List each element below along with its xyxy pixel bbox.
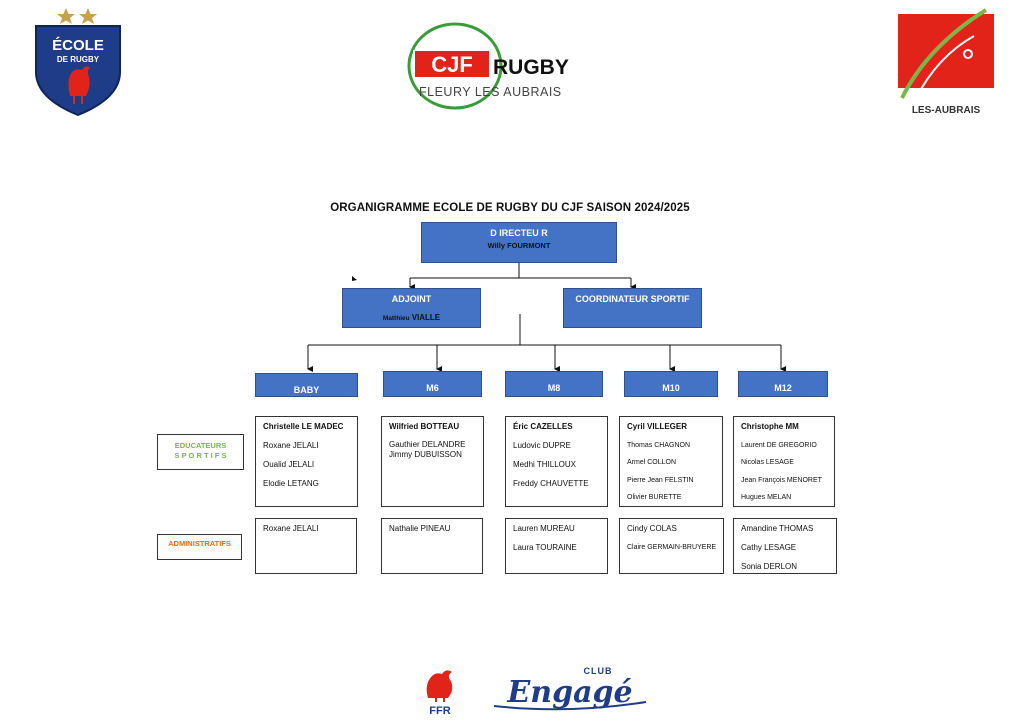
adjoint-last-name: VIALLE [411,313,441,322]
fleury-line2: LES-AUBRAIS [912,105,981,116]
admin-box-m8: Lauren MUREAU Laura TOURAINE [505,518,608,574]
admin-name: Laura TOURAINE [513,543,577,552]
admin-name: Cindy COLAS [627,524,677,533]
row-label-educateurs-line1: EDUCATEURS [174,441,227,450]
admin-name: Amandine THOMAS [741,524,814,533]
category-label: M10 [662,383,680,393]
category-label: BABY [293,385,320,395]
director-label: D IRECTEU R [490,228,548,238]
ffr-logo: FFR [416,664,468,717]
admin-box-m10: Cindy COLAS Claire GERMAIN-BRUYERE [619,518,724,574]
educator-name: Laurent DE GREGORIO [741,442,817,449]
educator-name: Roxane JELALI [263,441,319,450]
educators-box-m10: Cyril VILLEGER Thomas CHAGNON Armel COLL… [619,416,723,507]
admin-name: Sonia DERLON [741,562,798,571]
educator-lead: Cyril VILLEGER [627,422,688,431]
engage-word: Engagé [506,675,632,710]
row-label-educateurs-line2: S P O R T I F S [174,451,227,460]
row-label-educateurs: EDUCATEURS S P O R T I F S [157,434,244,470]
category-box-m8: M8 [505,371,603,397]
educator-name: Ludovic DUPRE [513,441,571,450]
educator-lead: Wilfried BOTTEAU [389,422,460,431]
adjoint-label: ADJOINT [391,294,432,304]
educators-box-baby: Christelle LE MADEC Roxane JELALI Oualid… [255,416,358,507]
educator-name: Elodie LETANG [263,479,319,488]
cjf-word: RUGBY [493,56,569,79]
coordinator-label: COORDINATEUR SPORTIF [575,294,690,304]
category-box-baby: BABY [255,373,358,397]
coordinator-box: COORDINATEUR SPORTIF [563,288,702,328]
admin-box-baby: Roxane JELALI [255,518,357,574]
ffr-label: FFR [429,705,450,716]
educator-name: Olivier BURETTE [627,494,682,501]
ecole-logo-line2: DE RUGBY [57,55,100,64]
fleury-les-aubrais-logo: FLEURY LES-AUBRAIS [888,6,1000,118]
educator-name: Jean François MENORET [741,477,822,484]
educators-box-m6: Wilfried BOTTEAU Gauthier DELANDRE Jimmy… [381,416,484,507]
admin-name: Cathy LESAGE [741,543,797,552]
admin-name: Claire GERMAIN-BRUYERE [627,544,717,551]
admin-name: Roxane JELALI [263,524,319,533]
educator-name: Gauthier DELANDRE [389,440,466,449]
director-name: Willy FOURMONT [487,241,551,250]
row-label-admin-text: ADMINISTRATIFS [168,539,231,548]
cjf-rugby-logo: CJF RUGBY FLEURY LES AUBRAIS [405,14,587,116]
educator-name: Freddy CHAUVETTE [513,479,589,488]
educator-name: Thomas CHAGNON [627,442,691,449]
educator-name: Pierre Jean FELSTIN [627,477,694,484]
admin-box-m12: Amandine THOMAS Cathy LESAGE Sonia DERLO… [733,518,837,574]
educator-name: Medhi THILLOUX [513,460,576,469]
category-label: M12 [774,383,792,393]
educator-lead: Christelle LE MADEC [263,422,344,431]
adjoint-box: ADJOINT Matthieu VIALLE [342,288,481,328]
adjoint-first-name: Matthieu [382,315,410,322]
category-box-m6: M6 [383,371,482,397]
cjf-mark: CJF [431,52,473,77]
engage-club: CLUB [584,666,613,676]
category-label: M8 [547,383,561,393]
admin-name: Lauren MUREAU [513,524,575,533]
educator-name: Jimmy DUBUISSON [389,450,462,459]
director-box: D IRECTEU R Willy FOURMONT [421,222,617,263]
educator-name: Hugues MELAN [741,494,792,501]
educator-lead: Éric CAZELLES [513,422,573,431]
club-engage-logo: CLUB Engagé [488,662,652,716]
category-box-m10: M10 [624,371,718,397]
ecole-logo-line1: ÉCOLE [52,37,104,54]
cjf-subtitle: FLEURY LES AUBRAIS [419,85,562,99]
educators-box-m12: Christophe MM Laurent DE GREGORIO Nicola… [733,416,835,507]
category-label: M6 [426,383,439,393]
educator-name: Oualid JELALI [263,460,315,469]
ecole-de-rugby-logo: ÉCOLE DE RUGBY [30,2,126,118]
category-box-m12: M12 [738,371,828,397]
educator-name: Armel COLLON [627,459,677,466]
fleury-line1: FLEURY [922,90,970,104]
educators-box-m8: Éric CAZELLES Ludovic DUPRE Medhi THILLO… [505,416,608,507]
org-chart-title: ORGANIGRAMME ECOLE DE RUGBY DU CJF SAISO… [330,202,690,214]
admin-box-m6: Nathalie PINEAU [381,518,483,574]
educator-name: Nicolas LESAGE [741,459,794,466]
educator-lead: Christophe MM [741,422,799,431]
row-label-administratifs: ADMINISTRATIFS [157,534,242,560]
admin-name: Nathalie PINEAU [389,524,451,533]
